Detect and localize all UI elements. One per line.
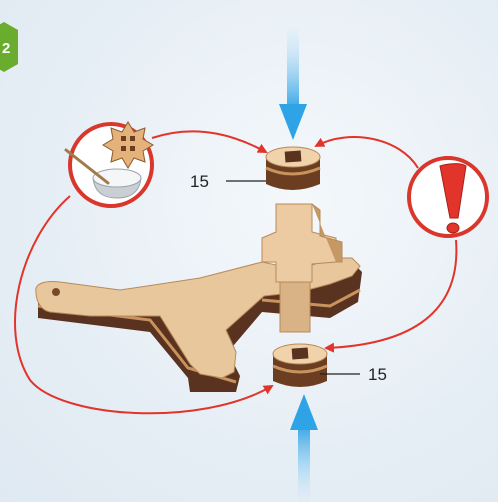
insert-arrow-top — [279, 28, 307, 140]
part-number-top: 15 — [190, 173, 209, 190]
part-number-bottom: 15 — [368, 366, 387, 383]
bottom-ring-part — [273, 344, 327, 387]
warning-icon — [409, 158, 487, 236]
insert-arrow-bottom — [290, 394, 318, 502]
top-ring-part — [266, 147, 320, 190]
glue-icon — [66, 122, 153, 206]
step-number: 2 — [2, 40, 10, 57]
